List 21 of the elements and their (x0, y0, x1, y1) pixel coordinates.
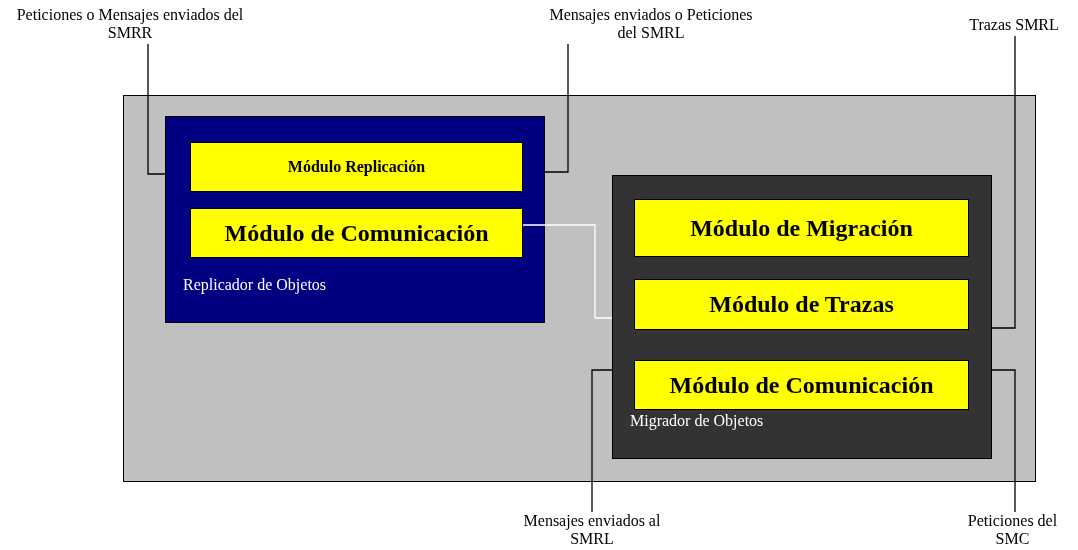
module-box: Módulo de Trazas (634, 279, 969, 330)
leader-line (147, 43, 166, 175)
component-box (165, 116, 545, 323)
component-label: Migrador de Objetos (630, 412, 764, 430)
component-box (612, 175, 992, 459)
module-box: Módulo de Migración (634, 199, 969, 257)
annotation-text: Mensajes enviados o Peticiones del SMRL (538, 6, 764, 44)
leader-line (991, 369, 1016, 513)
annotation-text: Trazas SMRL (955, 16, 1073, 36)
annotation-text: Peticiones o Mensajes enviados del SMRR (15, 6, 245, 44)
module-box: Módulo Replicación (190, 142, 523, 192)
system-panel (123, 95, 1036, 482)
annotation-text: Mensajes enviados al SMRL (512, 512, 672, 550)
annotation-text: Peticiones del SMC (955, 512, 1070, 550)
leader-line (544, 43, 569, 173)
component-label: Replicador de Objetos (183, 276, 327, 294)
module-box: Módulo de Comunicación (634, 360, 969, 410)
leader-line (591, 369, 613, 513)
module-box: Módulo de Comunicación (190, 208, 523, 258)
connector-line (522, 224, 613, 319)
leader-line (991, 35, 1016, 329)
